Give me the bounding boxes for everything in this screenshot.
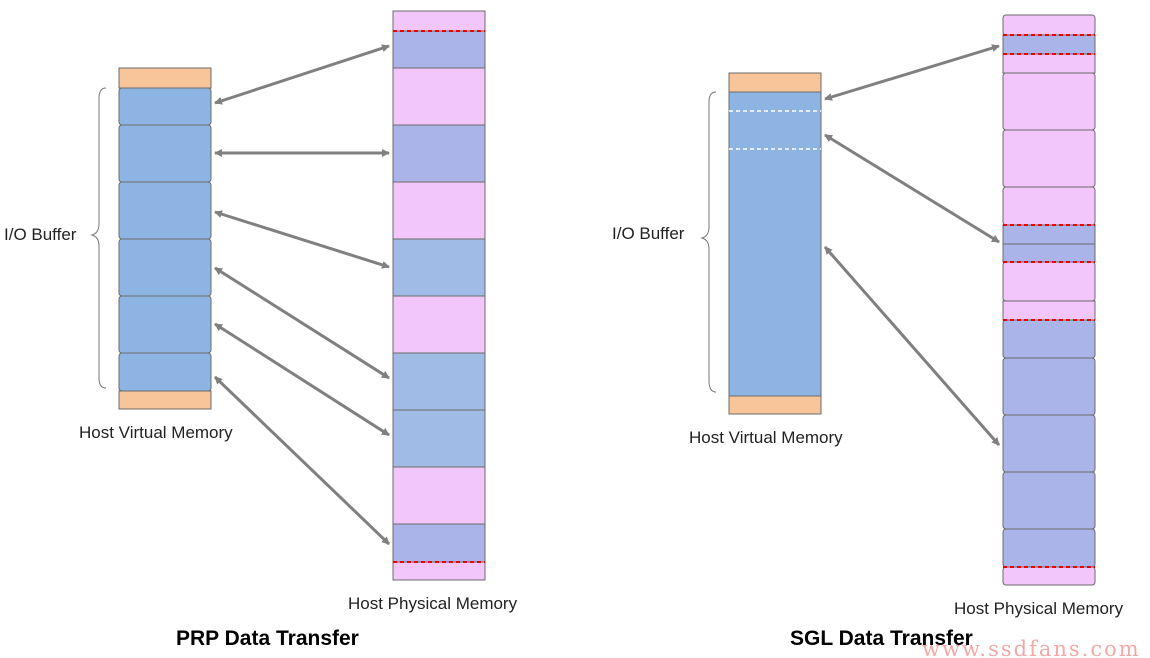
prp-virtual-memory-column [118,67,212,410]
prp-mapping-arrow [214,210,390,269]
prp-io-buffer-brace [90,87,107,389]
watermark-text: www.ssdfans.com [922,637,1141,658]
prp-physical-memory-label: Host Physical Memory [348,594,518,613]
prp-buffer-page [118,181,212,240]
sgl-physical-free-page [1002,72,1096,131]
sgl-mapping-arrows [823,44,1001,446]
prp-physical-free-region [392,561,486,581]
sgl-mapping-arrow [824,133,1000,244]
sgl-io-buffer-brace [700,91,717,393]
prp-physical-free-page [392,295,486,354]
prp-buffer-page [118,87,212,126]
sgl-physical-free-region [1002,53,1096,74]
sgl-virtual-memory-column [728,72,822,415]
prp-mapping-arrow [214,322,390,437]
prp-physical-page [392,124,486,183]
prp-physical-page [392,30,486,69]
prp-title: PRP Data Transfer [176,627,359,650]
sgl-mapping-arrow [824,44,1000,101]
prp-diagram: I/O Buffer Host Virtual [4,10,518,650]
sgl-physical-free-region [1002,14,1096,36]
prp-virtual-tail-region [118,390,212,410]
prp-physical-page [392,352,486,411]
prp-physical-free-page [392,67,486,126]
sgl-physical-segment [1002,471,1096,530]
sgl-physical-segment [1002,414,1096,473]
sgl-mapping-arrow [823,246,1001,446]
sgl-physical-segment [1002,528,1096,568]
sgl-physical-segment [1002,243,1096,263]
sgl-title: SGL Data Transfer [790,627,973,650]
sgl-physical-segment [1002,357,1096,416]
prp-virtual-head-region [118,67,212,89]
prp-physical-free-region [392,10,486,32]
prp-buffer-page [118,238,212,297]
sgl-virtual-head-region [728,72,822,93]
sgl-physical-free-region [1002,566,1096,586]
prp-physical-page [392,523,486,563]
sgl-physical-memory-label: Host Physical Memory [954,599,1124,618]
sgl-physical-segment [1002,224,1096,245]
sgl-physical-segment [1002,34,1096,55]
sgl-physical-memory-column [1002,14,1096,586]
prp-mapping-arrow [214,44,390,105]
prp-buffer-page [118,352,212,392]
prp-mapping-arrow [214,266,390,380]
sgl-virtual-tail-region [728,395,822,415]
sgl-diagram: I/O Buffer [612,14,1124,650]
prp-buffer-page [118,295,212,354]
prp-physical-free-page [392,181,486,240]
prp-mapping-arrows [213,44,391,546]
prp-io-buffer-label: I/O Buffer [4,225,77,244]
prp-physical-memory-column [392,10,486,581]
prp-virtual-memory-label: Host Virtual Memory [79,423,233,442]
sgl-physical-free-region [1002,261,1096,302]
sgl-physical-segment [1002,319,1096,359]
prp-physical-free-page [392,466,486,525]
sgl-physical-free-page [1002,129,1096,188]
prp-physical-page [392,409,486,468]
sgl-physical-free-region [1002,300,1096,321]
prp-buffer-page [118,124,212,183]
sgl-physical-free-region [1002,186,1096,226]
sgl-virtual-memory-label: Host Virtual Memory [689,428,843,447]
prp-mapping-arrow [213,375,391,546]
sgl-io-buffer-label: I/O Buffer [612,224,685,243]
prp-physical-page [392,238,486,297]
sgl-io-buffer-block [728,91,822,397]
